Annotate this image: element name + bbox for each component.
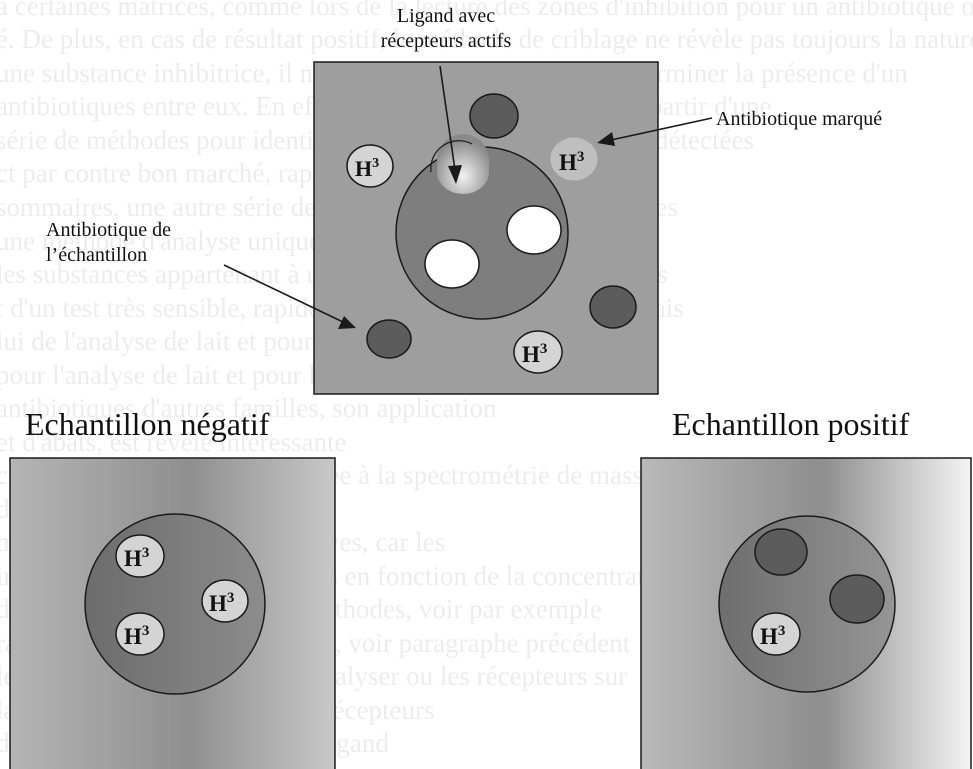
label-antibiotique-echantillon-line2: l’échantillon (46, 243, 171, 268)
sample-antibiotic (590, 286, 636, 328)
panel-negatif (10, 458, 335, 769)
top-schematic-panel (224, 62, 712, 394)
label-antibiotique-echantillon-line1: Antibiotique de (46, 218, 171, 243)
panel-positif (641, 458, 971, 769)
label-ligand-line1: Ligand avec (372, 4, 520, 29)
sample-antibiotic (470, 94, 518, 138)
sample-antibiotic (755, 529, 807, 575)
title-echantillon-positif: Echantillon positif (672, 405, 909, 443)
sample-antibiotic (830, 575, 884, 623)
label-ligand: Ligand avec récepteurs actifs (372, 4, 520, 54)
title-echantillon-negatif: Echantillon négatif (25, 405, 269, 443)
active-receptor-site (507, 206, 561, 254)
label-antibiotique-marque: Antibiotique marqué (716, 107, 882, 132)
active-receptor-site (425, 240, 479, 288)
sample-antibiotic (367, 320, 411, 358)
ligand-receptor-notch (437, 134, 489, 194)
label-ligand-line2: récepteurs actifs (372, 29, 520, 54)
label-antibiotique-echantillon: Antibiotique de l’échantillon (46, 218, 171, 268)
